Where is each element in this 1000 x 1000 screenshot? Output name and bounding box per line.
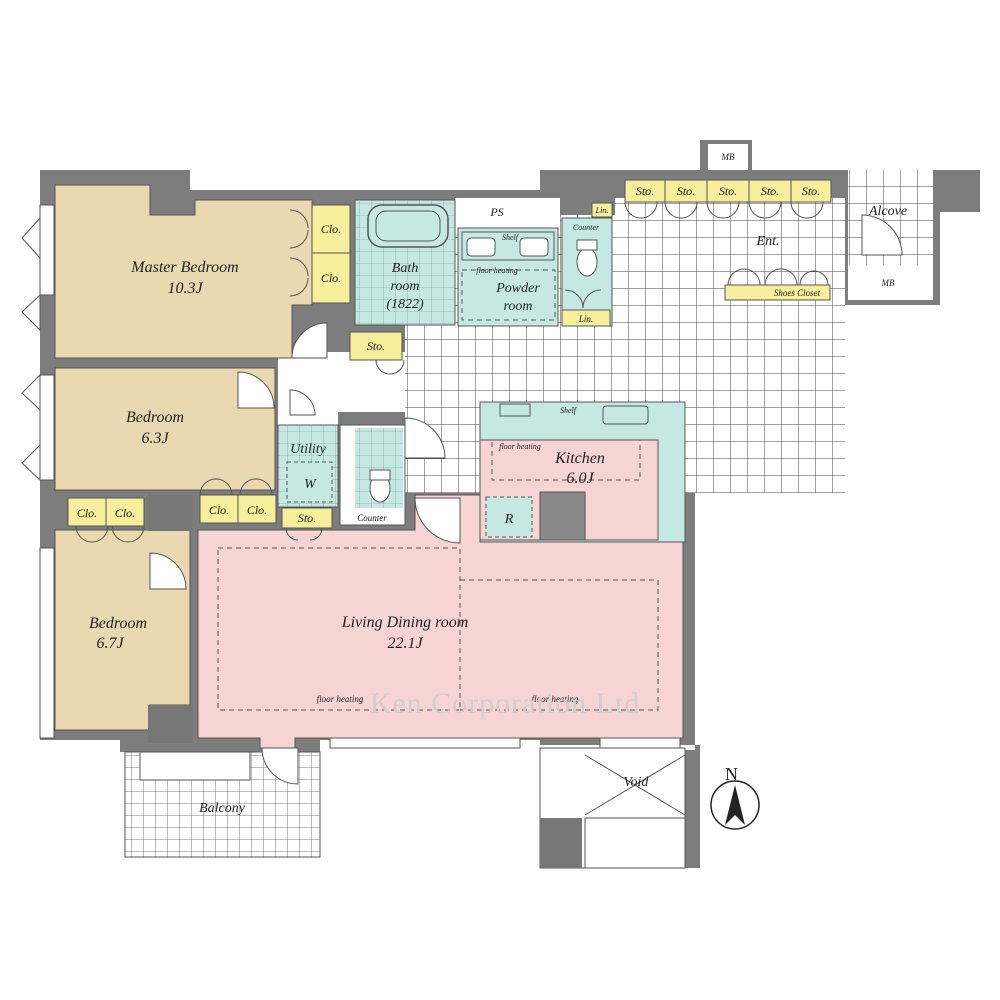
washer-space xyxy=(286,461,333,503)
door-swings xyxy=(75,201,903,785)
clo-label-4: Clo. xyxy=(115,506,135,520)
floor-heating-label-4: floor heating xyxy=(476,266,518,275)
void-label: Void xyxy=(624,775,650,790)
void-block-2 xyxy=(584,817,686,869)
toilet-room-1-floor xyxy=(561,217,613,327)
shelf-label-2: Shelf xyxy=(560,406,578,415)
clo-label-3: Clo. xyxy=(77,506,97,520)
sto-label-2: Sto. xyxy=(298,511,316,525)
clo-label-2: Clo. xyxy=(321,271,341,285)
mb-label-top: MB xyxy=(721,152,735,162)
bathtub xyxy=(367,204,449,248)
ps-area xyxy=(455,198,560,228)
refrigerator-label: R xyxy=(504,512,514,527)
west-windows xyxy=(39,204,55,739)
counter-label-2: Counter xyxy=(573,223,600,232)
living-dining-floor xyxy=(197,494,684,749)
kitchen-pillar xyxy=(539,491,586,541)
pillar-2 xyxy=(148,705,193,743)
counter-label-1: Counter xyxy=(357,513,387,523)
shelf-label-1: Shelf xyxy=(502,233,520,242)
pillar-1 xyxy=(148,493,193,531)
sto-label-3: Sto. xyxy=(636,184,654,198)
bedroom-3-size: 6.7J xyxy=(96,635,124,652)
floor-heating-label-3: floor heating xyxy=(499,442,541,451)
lin-label-2: Lin. xyxy=(578,314,593,324)
sto-label-6: Sto. xyxy=(761,184,779,198)
master-bedroom-floor xyxy=(54,184,313,359)
bedroom-2-label: Bedroom xyxy=(126,409,184,426)
shoes-closet-label: Shoes Closet xyxy=(774,288,821,298)
bedroom-3-label: Bedroom xyxy=(89,615,147,632)
kitchen-label: Kitchen xyxy=(554,450,605,467)
refrigerator-space xyxy=(485,496,533,538)
powder-label-1: Powder xyxy=(495,281,540,296)
entrance-label: Ent. xyxy=(756,234,780,249)
floor-heating-zones xyxy=(217,269,659,711)
living-size: 22.1J xyxy=(387,635,423,652)
bedroom-2-size: 6.3J xyxy=(141,430,169,447)
kitchen-size: 6.0J xyxy=(566,470,594,487)
sanitary-fixtures xyxy=(369,237,649,503)
alcove-label: Alcove xyxy=(868,204,907,219)
mb-top xyxy=(708,144,748,170)
sto-label-7: Sto. xyxy=(802,184,820,198)
closets xyxy=(67,179,832,529)
clo-label-6: Clo. xyxy=(247,503,267,517)
lin-label-1: Lin. xyxy=(595,206,609,215)
mb-right xyxy=(848,265,933,300)
mb-label-right: MB xyxy=(881,278,895,288)
clo-label-1: Clo. xyxy=(321,222,341,236)
master-bedroom-size: 10.3J xyxy=(167,280,203,297)
compass-icon: N xyxy=(710,764,760,830)
void-block-1 xyxy=(540,818,582,868)
sto-label-5: Sto. xyxy=(719,184,737,198)
master-bedroom-label: Master Bedroom xyxy=(130,259,238,276)
powder-label-2: room xyxy=(503,299,532,314)
floor-heating-label-2: floor heating xyxy=(532,694,579,704)
south-windows xyxy=(329,737,681,749)
watermark: Ken Corporation Ltd xyxy=(370,687,641,720)
bath-label-2: room xyxy=(390,279,419,294)
bath-label-1: Bath xyxy=(392,261,418,276)
entrance-floor xyxy=(615,198,845,300)
bathtub-inner xyxy=(375,210,441,242)
window-sashes xyxy=(21,216,41,482)
balcony-label: Balcony xyxy=(199,801,246,816)
void-cross xyxy=(584,754,686,816)
floor-heating-label-1: floor heating xyxy=(317,694,364,704)
living-label: Living Dining room xyxy=(341,614,469,631)
clo-label-5: Clo. xyxy=(209,503,229,517)
bath-label-3: (1822) xyxy=(386,297,424,312)
washer-label: W xyxy=(304,477,317,492)
sto-label-4: Sto. xyxy=(677,184,695,198)
sto-label-1: Sto. xyxy=(367,339,385,353)
utility-label: Utility xyxy=(290,442,327,457)
compass-north-label: N xyxy=(725,764,738,784)
ps-label: PS xyxy=(489,205,503,219)
balcony-unit xyxy=(139,751,251,781)
